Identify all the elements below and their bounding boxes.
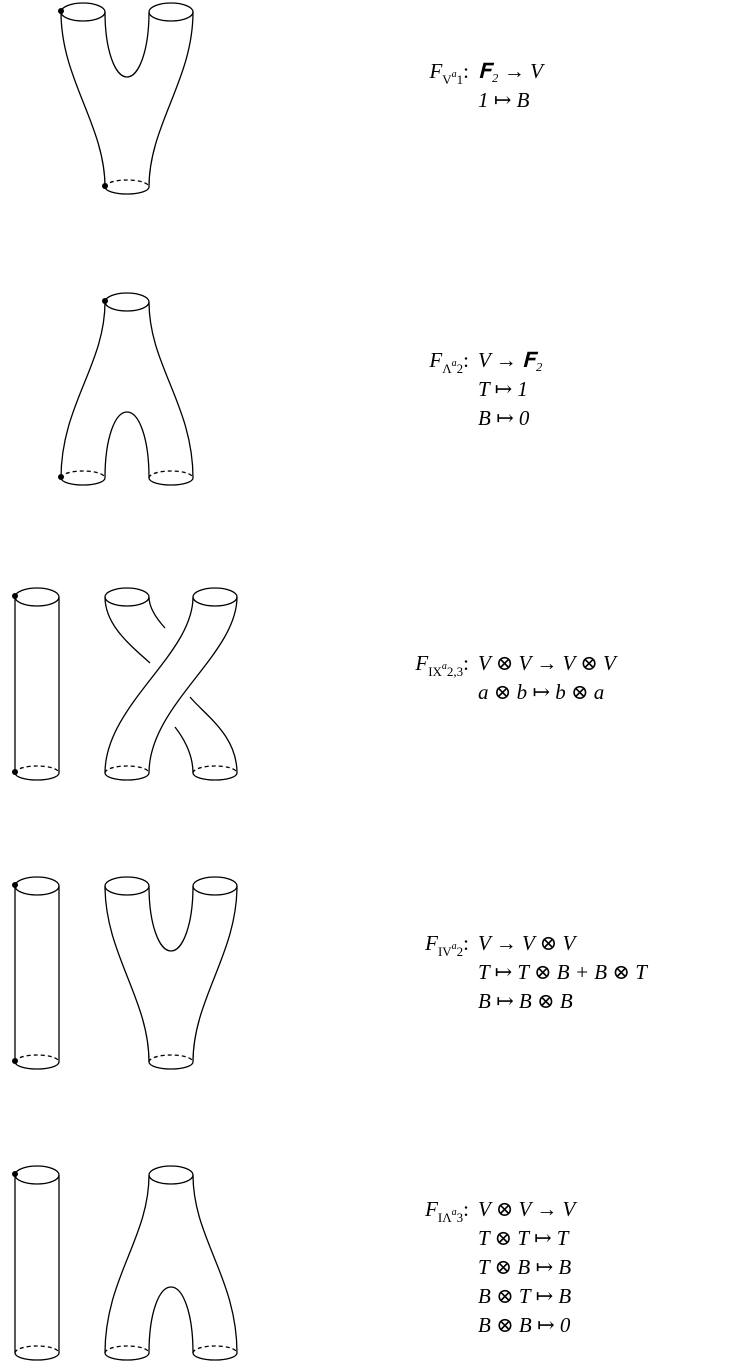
figure-row-ilambda3: FIΛa3: V ⊗ V → V T ⊗ T ↦ T T ⊗ B ↦ B B ⊗…	[0, 1163, 729, 1372]
cobordism-ilambda-diagram	[12, 1165, 238, 1361]
cobordism-iv-diagram	[12, 876, 238, 1070]
formula-line: V ⊗ V → V ⊗ V	[478, 651, 616, 675]
formula-line: T ⊗ B ↦ B	[478, 1255, 572, 1279]
figure-row-iv2: FIVa2: V → V ⊗ V T ↦ T ⊗ B + B ⊗ T B ↦ B…	[0, 874, 729, 1074]
figure-row-lambda2: FΛa2: V → 𝐅₂ T ↦ 1 B ↦ 0	[0, 290, 729, 490]
formula-line: T ↦ 1	[478, 377, 528, 401]
cobordism-ix-diagram	[12, 587, 238, 781]
formula-line: B ⊗ T ↦ B	[478, 1284, 572, 1308]
map-label: FIXa2,3:	[415, 651, 469, 679]
formula-line: B ⊗ B ↦ 0	[478, 1313, 571, 1337]
cobordism-v-diagram	[58, 2, 194, 195]
map-label: FVa1:	[429, 59, 469, 87]
formula-line: V → V ⊗ V	[478, 931, 576, 955]
formula-line: 𝐅₂ → V	[478, 59, 543, 83]
map-label: FIΛa3:	[425, 1197, 469, 1225]
figure-row-v1: FVa1: 𝐅₂ → V 1 ↦ B	[0, 0, 729, 200]
cobordism-lambda-diagram	[58, 292, 194, 486]
formula-line: B ↦ B ⊗ B	[478, 989, 573, 1013]
figure-row-ix23: FIXa2,3: V ⊗ V → V ⊗ V a ⊗ b ↦ b ⊗ a	[0, 585, 729, 785]
formula-line: 1 ↦ B	[478, 88, 530, 112]
formula-line: a ⊗ b ↦ b ⊗ a	[478, 680, 605, 704]
formula-line: V → 𝐅₂	[478, 348, 543, 372]
formula-line: T ↦ T ⊗ B + B ⊗ T	[478, 960, 647, 984]
formula-line: T ⊗ T ↦ T	[478, 1226, 569, 1250]
map-label: FIVa2:	[425, 931, 469, 959]
formula-line: V ⊗ V → V	[478, 1197, 576, 1221]
formula-line: B ↦ 0	[478, 406, 530, 430]
map-label: FΛa2:	[429, 348, 469, 376]
